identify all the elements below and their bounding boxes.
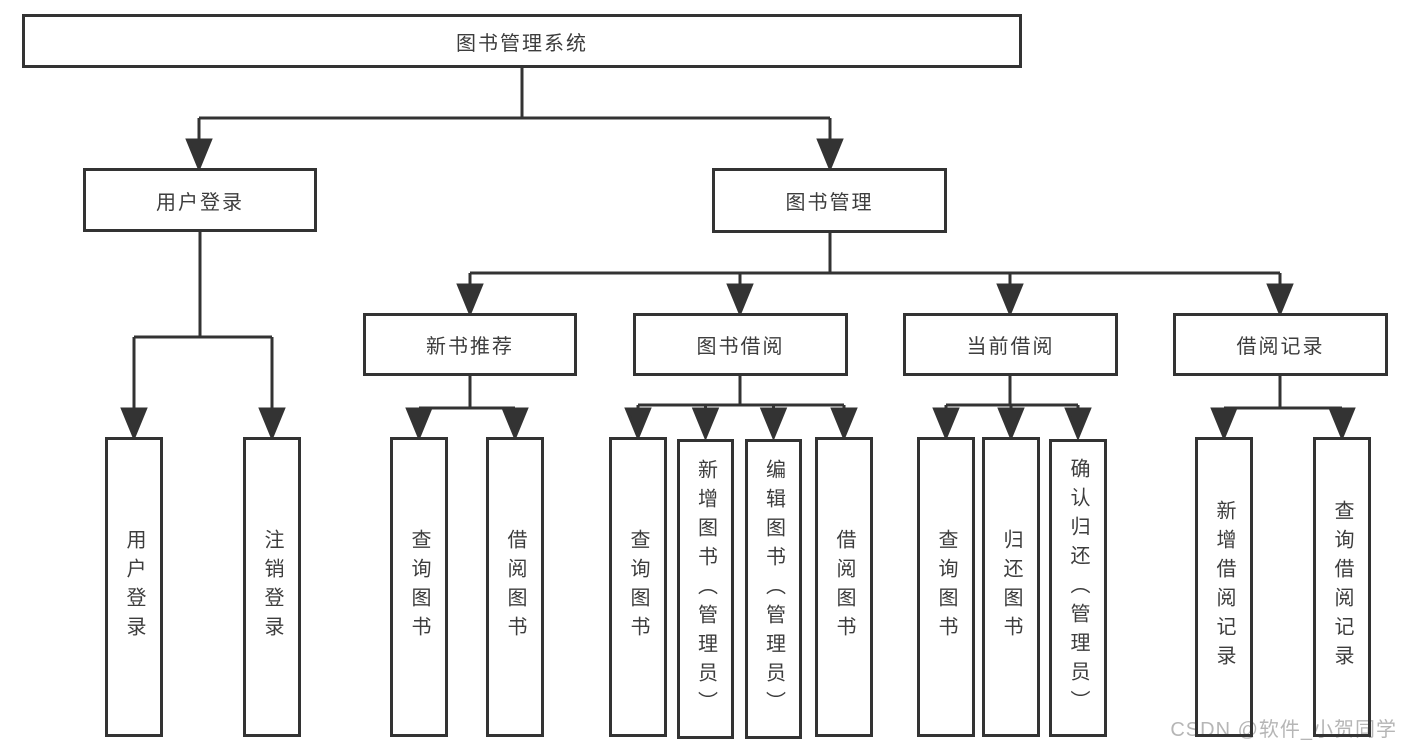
leaf-query-books-borrow: 查询图书 — [609, 437, 667, 737]
watermark: CSDN @软件_小贺同学 — [1170, 719, 1397, 741]
leaf-borrow-books-recommend: 借阅图书 — [486, 437, 544, 737]
node-borrowing-records: 借阅记录 — [1173, 313, 1388, 376]
node-new-book-recommend: 新书推荐 — [363, 313, 577, 376]
leaf-confirm-return-admin: 确认归还（管理员） — [1049, 439, 1107, 737]
leaf-edit-book-admin: 编辑图书（管理员） — [745, 439, 802, 739]
connector-current-borrow-branch — [932, 376, 1092, 441]
connector-root-to-level2 — [185, 68, 844, 172]
node-book-management: 图书管理 — [712, 168, 947, 233]
leaf-user-login: 用户登录 — [105, 437, 163, 737]
connector-book-borrow-branch — [624, 376, 858, 441]
node-current-borrowing: 当前借阅 — [903, 313, 1118, 376]
leaf-add-borrow-record: 新增借阅记录 — [1195, 437, 1253, 737]
connector-user-login-branch — [120, 232, 286, 441]
leaf-borrow-books-borrow: 借阅图书 — [815, 437, 873, 737]
leaf-logout: 注销登录 — [243, 437, 301, 737]
leaf-query-books-recommend: 查询图书 — [390, 437, 448, 737]
leaf-add-book-admin: 新增图书（管理员） — [677, 439, 734, 739]
leaf-return-books: 归还图书 — [982, 437, 1040, 737]
leaf-query-borrow-record: 查询借阅记录 — [1313, 437, 1371, 737]
leaf-query-books-current: 查询图书 — [917, 437, 975, 737]
connector-book-management-branch — [456, 233, 1294, 317]
connector-borrow-records-branch — [1210, 376, 1356, 441]
node-book-borrowing: 图书借阅 — [633, 313, 848, 376]
node-library-system: 图书管理系统 — [22, 14, 1022, 68]
node-user-login: 用户登录 — [83, 168, 317, 232]
connector-new-book-branch — [405, 376, 529, 441]
